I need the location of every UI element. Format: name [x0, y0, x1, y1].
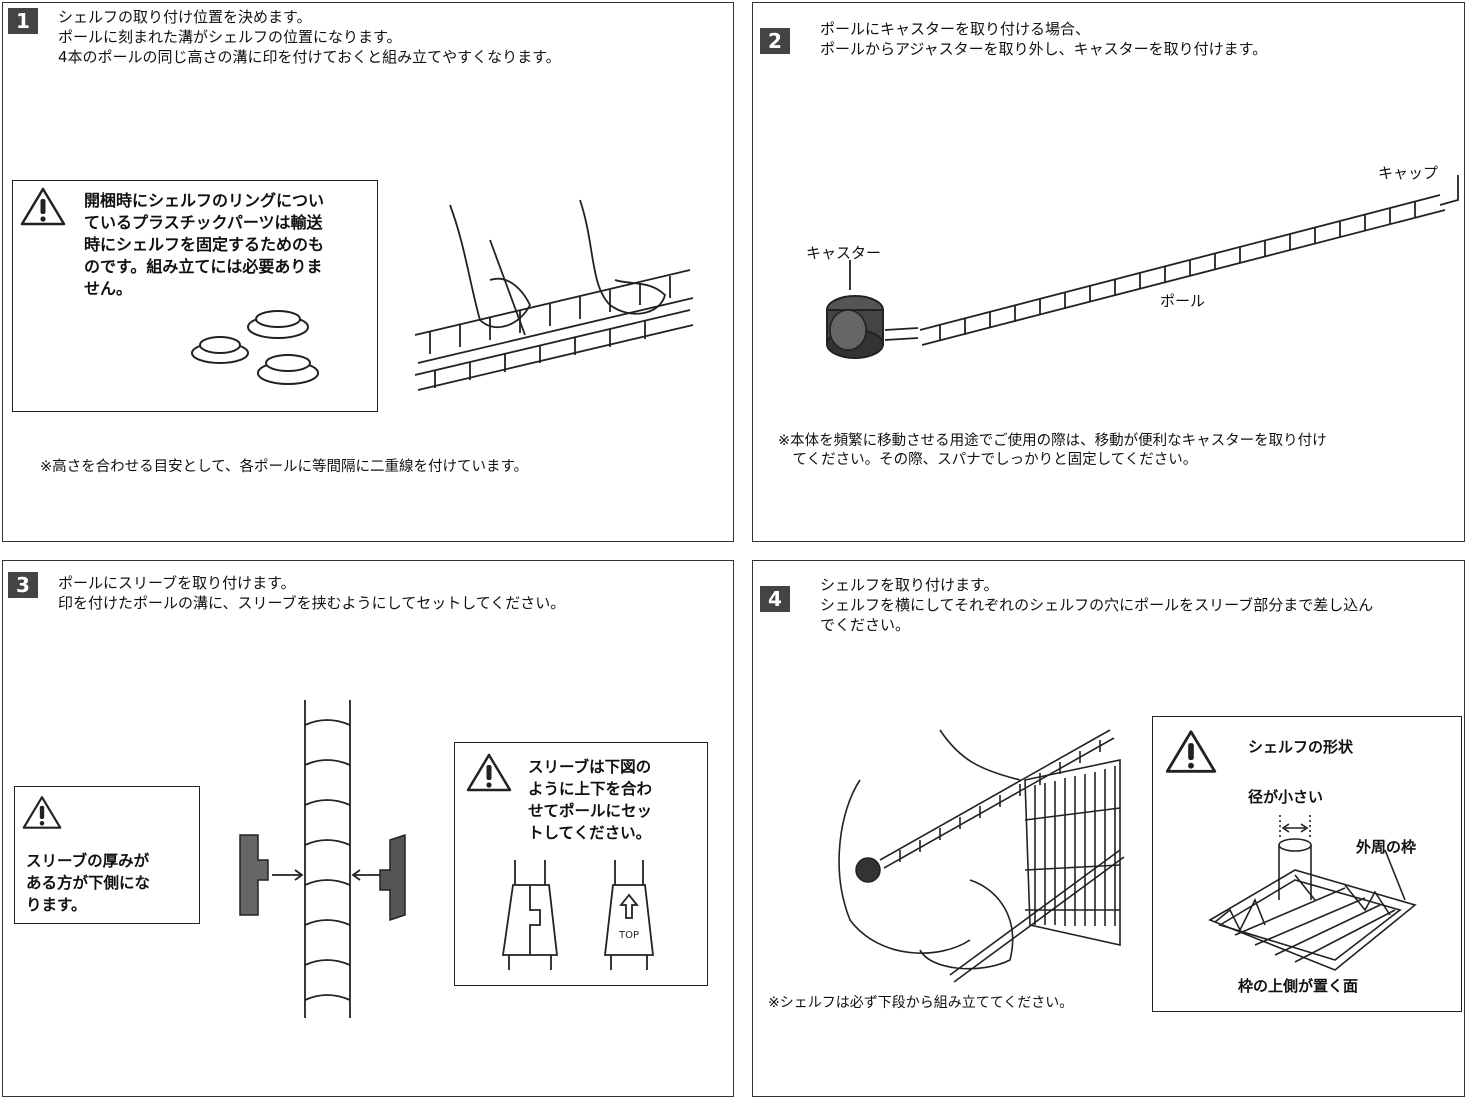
- step-3-warning-right-text: スリーブは下図の ように上下を合わ せてポールにセッ トしてください。: [528, 758, 653, 842]
- step-3-number: 3: [8, 572, 38, 598]
- step-3-line-2: 印を付けたポールの溝に、スリーブを挟むようにしてセットしてください。: [58, 594, 566, 612]
- step-4-number: 4: [760, 586, 790, 612]
- step-3-warning-left-text: スリーブの厚みが ある方が下側にな ります。: [26, 852, 151, 914]
- step-1-line-1: シェルフの取り付け位置を決めます。: [58, 8, 312, 26]
- step-1-line-3: 4本のポールの同じ高さの溝に印を付けておくと組み立てやすくなります。: [58, 48, 561, 66]
- step-2-line-1: ポールにキャスターを取り付ける場合、: [820, 20, 1091, 38]
- step-2-note: ※本体を頻繁に移動させる用途でご使用の際は、移動が便利なキャスターを取り付け て…: [778, 433, 1327, 468]
- step-4-note: ※シェルフは必ず下段から組み立ててください。: [768, 995, 1074, 1011]
- frame-top-label: 枠の上側が置く面: [1238, 977, 1359, 995]
- sleeve-orientation-illustration: TOP: [501, 860, 655, 970]
- pole-label: ポール: [1160, 292, 1206, 310]
- plastic-parts-illustration: [191, 310, 319, 385]
- shelf-shape-title: シェルフの形状: [1248, 738, 1354, 756]
- marking-pole-illustration: [414, 199, 694, 391]
- warning-icon: [466, 753, 512, 792]
- shelf-assembly-illustration: [838, 729, 1125, 983]
- sleeve-pole-illustration: [239, 700, 406, 1018]
- step-1-line-2: ポールに刻まれた溝がシェルフの位置になります。: [58, 28, 402, 46]
- caster-label: キャスター: [806, 244, 882, 262]
- step-2-line-2: ポールからアジャスターを取り外し、キャスターを取り付けます。: [820, 40, 1268, 58]
- caster-pole-illustration: [826, 175, 1459, 359]
- step-1-warning-text: 開梱時にシェルフのリングについ ているプラスチックパーツは輸送 時にシェルフを固…: [84, 191, 325, 298]
- warning-icon: [20, 187, 66, 226]
- cap-label: キャップ: [1378, 164, 1439, 182]
- step-4-line-1: シェルフを取り付けます。: [820, 576, 999, 594]
- top-label: TOP: [618, 930, 639, 941]
- step-2-number: 2: [760, 28, 790, 54]
- warning-icon: [1165, 730, 1217, 773]
- step-2-panel: [752, 2, 1465, 542]
- outer-frame-label: 外周の枠: [1356, 838, 1417, 856]
- step-3-line-1: ポールにスリーブを取り付けます。: [58, 574, 296, 592]
- step-1-note: ※高さを合わせる目安として、各ポールに等間隔に二重線を付けています。: [40, 459, 529, 475]
- small-diameter-label: 径が小さい: [1248, 788, 1324, 806]
- step-4-line-2: シェルフを横にしてそれぞれのシェルフの穴にポールをスリーブ部分まで差し込ん: [820, 596, 1374, 614]
- step-1-number: 1: [8, 8, 38, 34]
- step-4-line-3: でください。: [820, 616, 911, 634]
- warning-icon: [22, 796, 62, 829]
- shelf-shape-illustration: [1208, 815, 1417, 971]
